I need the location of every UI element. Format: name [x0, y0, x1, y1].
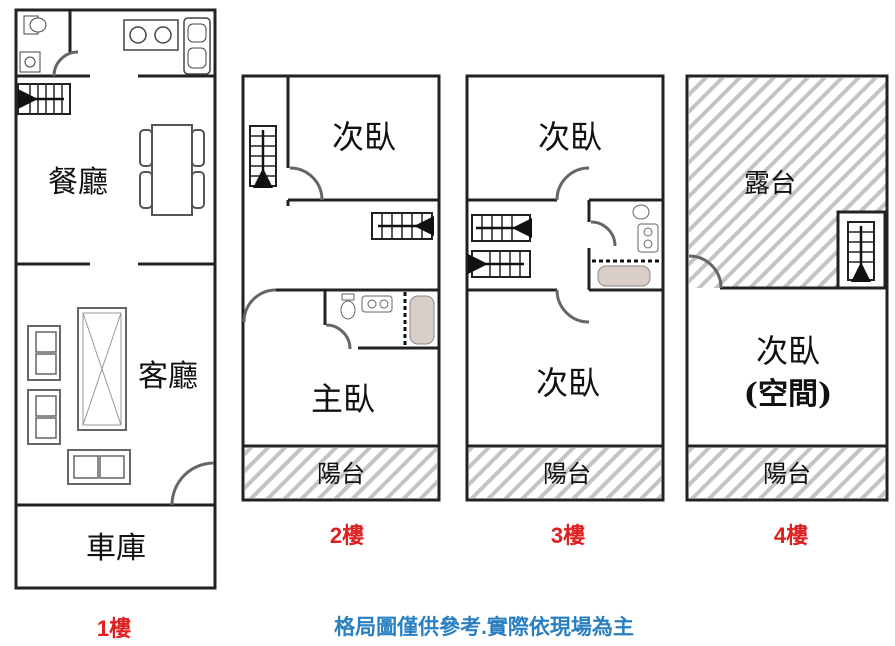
room-label-bedroom: 次臥 — [538, 118, 602, 156]
bathroom-fixtures-icon — [340, 292, 435, 346]
toilet-icon — [19, 15, 47, 73]
dining-table-icon — [139, 124, 205, 216]
room-label-balcony: 陽台 — [763, 460, 811, 488]
coffee-table-icon — [77, 307, 127, 431]
stove-icon — [123, 19, 179, 51]
disclaimer-text: 格局圖僅供參考.實際依現場為主 — [334, 615, 634, 639]
sink-icon — [183, 17, 211, 75]
bathroom-fixtures-icon — [592, 204, 662, 287]
room-label-master-bedroom: 主臥 — [311, 380, 375, 418]
stairs-icon — [468, 250, 531, 278]
room-label-garage: 車庫 — [86, 531, 146, 566]
room-label-terrace: 露台 — [744, 169, 796, 199]
room-label-living: 客廳 — [138, 359, 198, 394]
floor-2-plan: 次臥 主臥 陽台 — [241, 74, 441, 502]
floor-label-3: 3樓 — [551, 523, 585, 548]
room-label-bedroom: 次臥 — [536, 364, 600, 402]
room-label-balcony: 陽台 — [543, 460, 591, 488]
room-label-bedroom: 次臥 — [756, 332, 820, 370]
room-label-balcony: 陽台 — [317, 460, 365, 488]
floor-1-plan: 餐廳 客廳 車庫 — [14, 8, 217, 590]
floor-4-plan: 露台 次臥 (空間) 陽台 — [685, 74, 889, 502]
stairs-icon — [471, 214, 532, 242]
stairs-icon — [847, 221, 875, 282]
sofa-icon — [27, 325, 131, 485]
stairs-icon — [17, 83, 71, 115]
floor-label-2: 2樓 — [330, 523, 364, 548]
room-label-bedroom-note: (空間) — [744, 377, 832, 412]
floor-3-plan: 次臥 次臥 陽台 — [465, 74, 665, 502]
room-label-dining: 餐廳 — [48, 165, 108, 200]
floor-label-4: 4樓 — [774, 523, 808, 548]
stairs-icon — [249, 125, 277, 188]
room-label-bedroom: 次臥 — [332, 118, 396, 156]
stairs-icon — [371, 212, 434, 240]
floor-label-1: 1樓 — [97, 616, 131, 641]
